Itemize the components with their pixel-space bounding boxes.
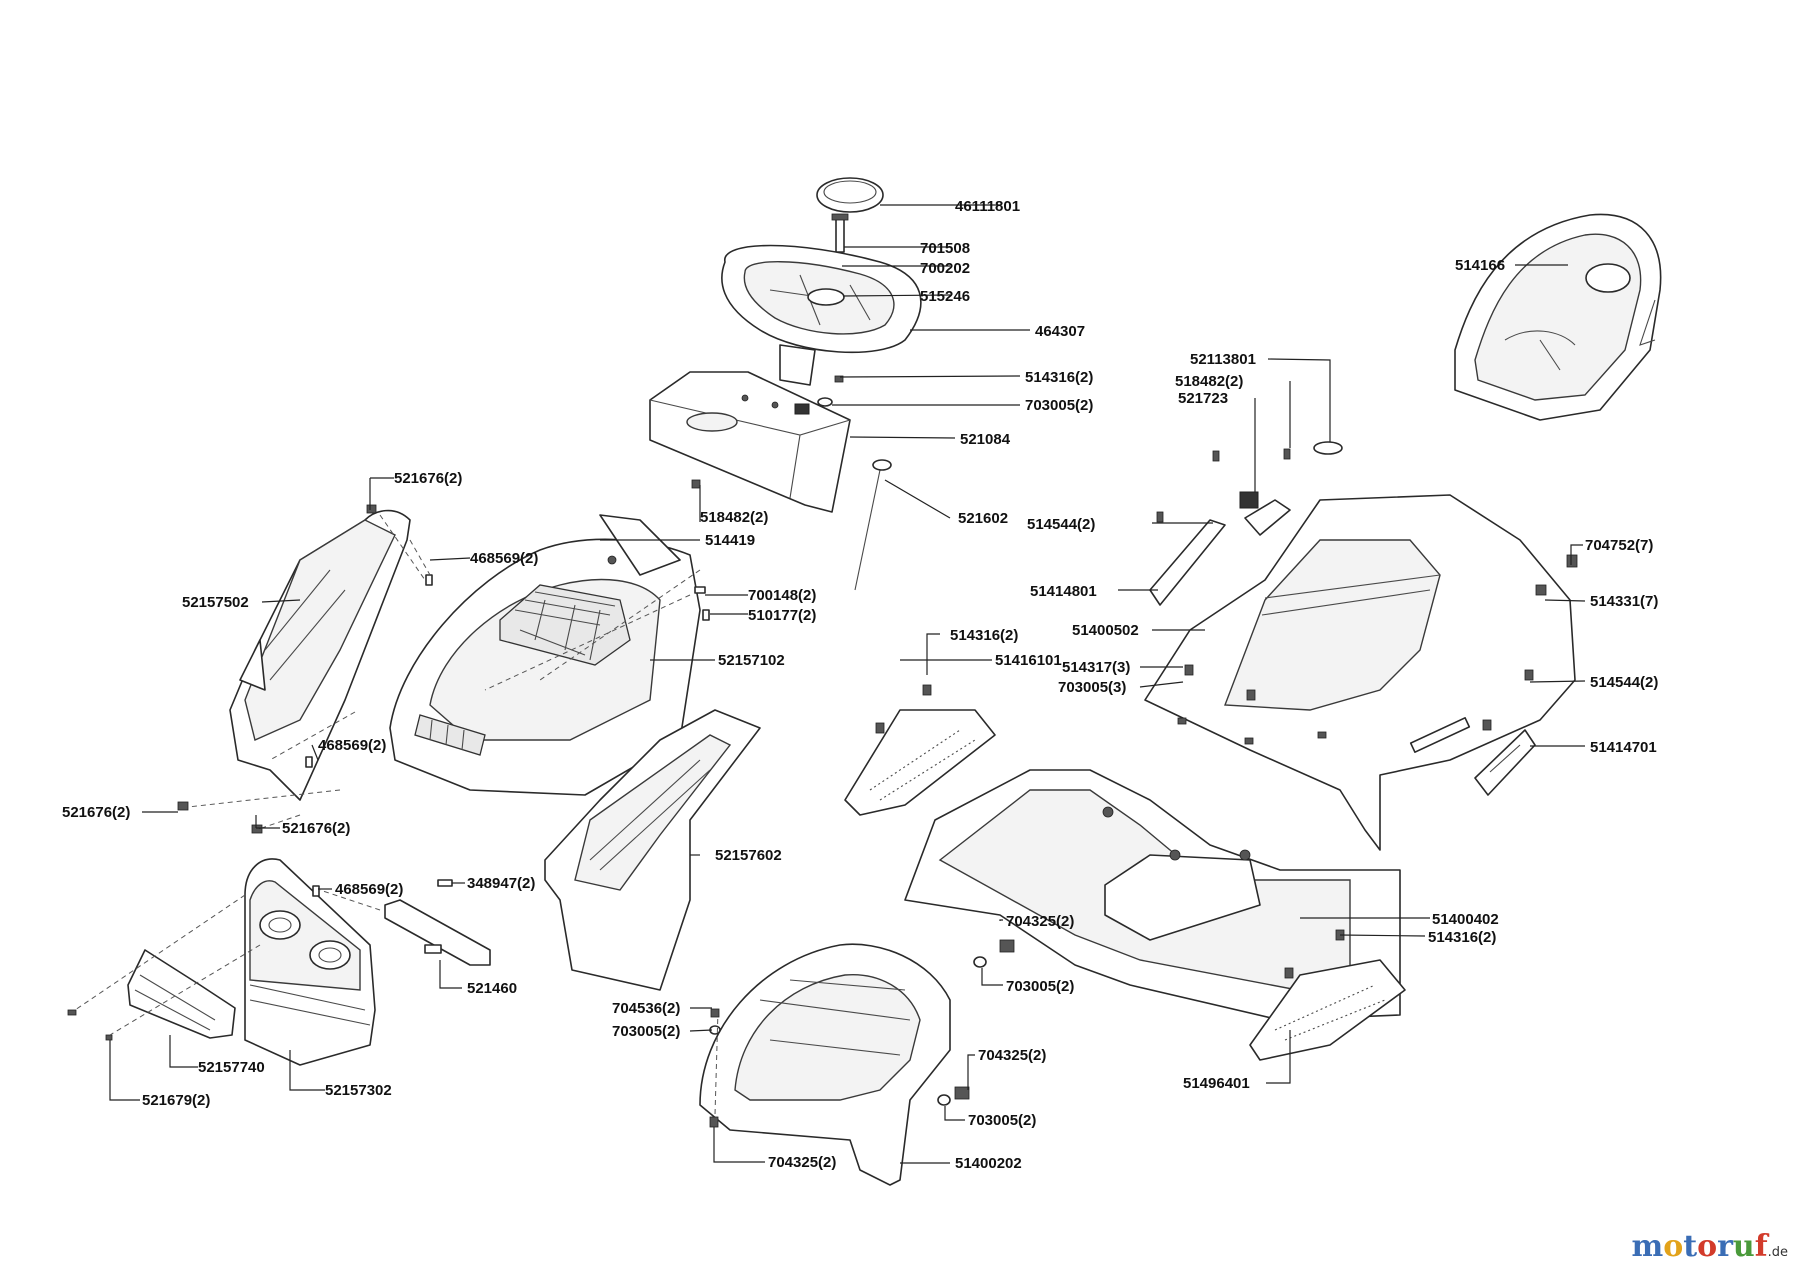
side-bracket-left xyxy=(1149,519,1226,606)
label-521602: 521602 xyxy=(958,510,1008,527)
hood xyxy=(389,514,701,796)
watermark-letter: r xyxy=(1717,1229,1733,1264)
label-46111801: 46111801 xyxy=(955,198,1020,215)
label-521679: 521679(2) xyxy=(142,1092,210,1109)
part-labels: 46111801 701508 700202 515246 464307 514… xyxy=(62,198,1658,1172)
side-panel-left-lower xyxy=(544,709,761,991)
seat xyxy=(1454,213,1662,421)
dash-panel xyxy=(649,371,851,513)
label-514166: 514166 xyxy=(1455,257,1505,274)
watermark-letter: u xyxy=(1732,1229,1755,1264)
label-518482-dash: 518482(2) xyxy=(700,509,768,526)
label-518482-sw: 518482(2) xyxy=(1175,373,1243,390)
label-514316-foot: 514316(2) xyxy=(950,627,1018,644)
front-grille xyxy=(244,858,376,1066)
label-52157740: 52157740 xyxy=(198,1059,265,1076)
label-700148: 700148(2) xyxy=(748,587,816,604)
fastener-set xyxy=(67,448,1578,1128)
label-703005-dash: 703005(2) xyxy=(1025,397,1093,414)
label-704536: 704536(2) xyxy=(612,1000,680,1017)
label-704325-a: 704325(2) xyxy=(1006,913,1074,930)
watermark-letter: t xyxy=(1683,1229,1698,1264)
label-52157602: 52157602 xyxy=(715,847,782,864)
side-panel-left-upper xyxy=(229,509,411,801)
lower-body-frame xyxy=(904,769,1401,1021)
watermark-letter: m xyxy=(1631,1229,1664,1264)
headlight-lens xyxy=(127,949,236,1039)
label-515246: 515246 xyxy=(920,288,970,305)
label-510177: 510177(2) xyxy=(748,607,816,624)
label-703005-c: 703005(2) xyxy=(968,1112,1036,1129)
watermark-letter: o xyxy=(1663,1229,1684,1264)
label-701508: 701508 xyxy=(920,240,970,257)
label-704752: 704752(7) xyxy=(1585,537,1653,554)
throttle-cable xyxy=(854,459,892,591)
label-52113801: 52113801 xyxy=(1190,351,1256,368)
label-468569-top: 468569(2) xyxy=(470,550,538,567)
label-514316-dash: 514316(2) xyxy=(1025,369,1093,386)
label-514331: 514331(7) xyxy=(1590,593,1658,610)
label-51400502: 51400502 xyxy=(1072,622,1139,639)
label-521723: 521723 xyxy=(1178,390,1228,407)
label-464307: 464307 xyxy=(1035,323,1085,340)
label-521676-low: 521676(2) xyxy=(282,820,350,837)
label-514419: 514419 xyxy=(705,532,755,549)
label-521460: 521460 xyxy=(467,980,517,997)
label-514544-left: 514544(2) xyxy=(1027,516,1095,533)
watermark-letter: o xyxy=(1697,1229,1718,1264)
side-bracket-right xyxy=(1474,729,1536,796)
label-51414701: 51414701 xyxy=(1590,739,1657,756)
label-51414801: 51414801 xyxy=(1030,583,1097,600)
label-521084: 521084 xyxy=(960,431,1011,448)
label-514316-body: 514316(2) xyxy=(1428,929,1496,946)
steering-wheel xyxy=(721,244,922,386)
rear-fender xyxy=(1144,494,1576,851)
leader-lines xyxy=(109,204,1586,1164)
label-514317: 514317(3) xyxy=(1062,659,1130,676)
label-704325-b: 704325(2) xyxy=(978,1047,1046,1064)
label-703005-a: 703005(2) xyxy=(1006,978,1074,995)
label-514544-right: 514544(2) xyxy=(1590,674,1658,691)
label-51400402: 51400402 xyxy=(1432,911,1499,928)
label-51400202: 51400202 xyxy=(955,1155,1022,1172)
steering-bolt xyxy=(831,213,849,253)
label-51496401: 51496401 xyxy=(1183,1075,1250,1092)
label-468569-low: 468569(2) xyxy=(335,881,403,898)
label-468569-mid: 468569(2) xyxy=(318,737,386,754)
label-703005-b: 703005(2) xyxy=(612,1023,680,1040)
label-700202: 700202 xyxy=(920,260,970,277)
label-52157102: 52157102 xyxy=(718,652,785,669)
label-521676-top: 521676(2) xyxy=(394,470,462,487)
footrest-right xyxy=(1249,959,1406,1061)
watermark-logo: motoruf.de xyxy=(1631,1229,1788,1264)
switch-housing xyxy=(1239,441,1343,536)
label-52157502: 52157502 xyxy=(182,594,249,611)
watermark-letter: f xyxy=(1754,1229,1768,1264)
mount-bracket xyxy=(384,899,491,966)
label-51416101: 51416101 xyxy=(995,652,1062,669)
label-52157302: 52157302 xyxy=(325,1082,392,1099)
label-521676-mid: 521676(2) xyxy=(62,804,130,821)
fasteners-dash xyxy=(691,375,844,489)
front-cowl xyxy=(699,943,951,1186)
steering-cap xyxy=(816,177,884,213)
label-704325-c: 704325(2) xyxy=(768,1154,836,1171)
label-348947: 348947(2) xyxy=(467,875,535,892)
watermark-suffix: .de xyxy=(1767,1245,1788,1260)
label-703005-fender: 703005(3) xyxy=(1058,679,1126,696)
footrest-left xyxy=(844,709,996,816)
